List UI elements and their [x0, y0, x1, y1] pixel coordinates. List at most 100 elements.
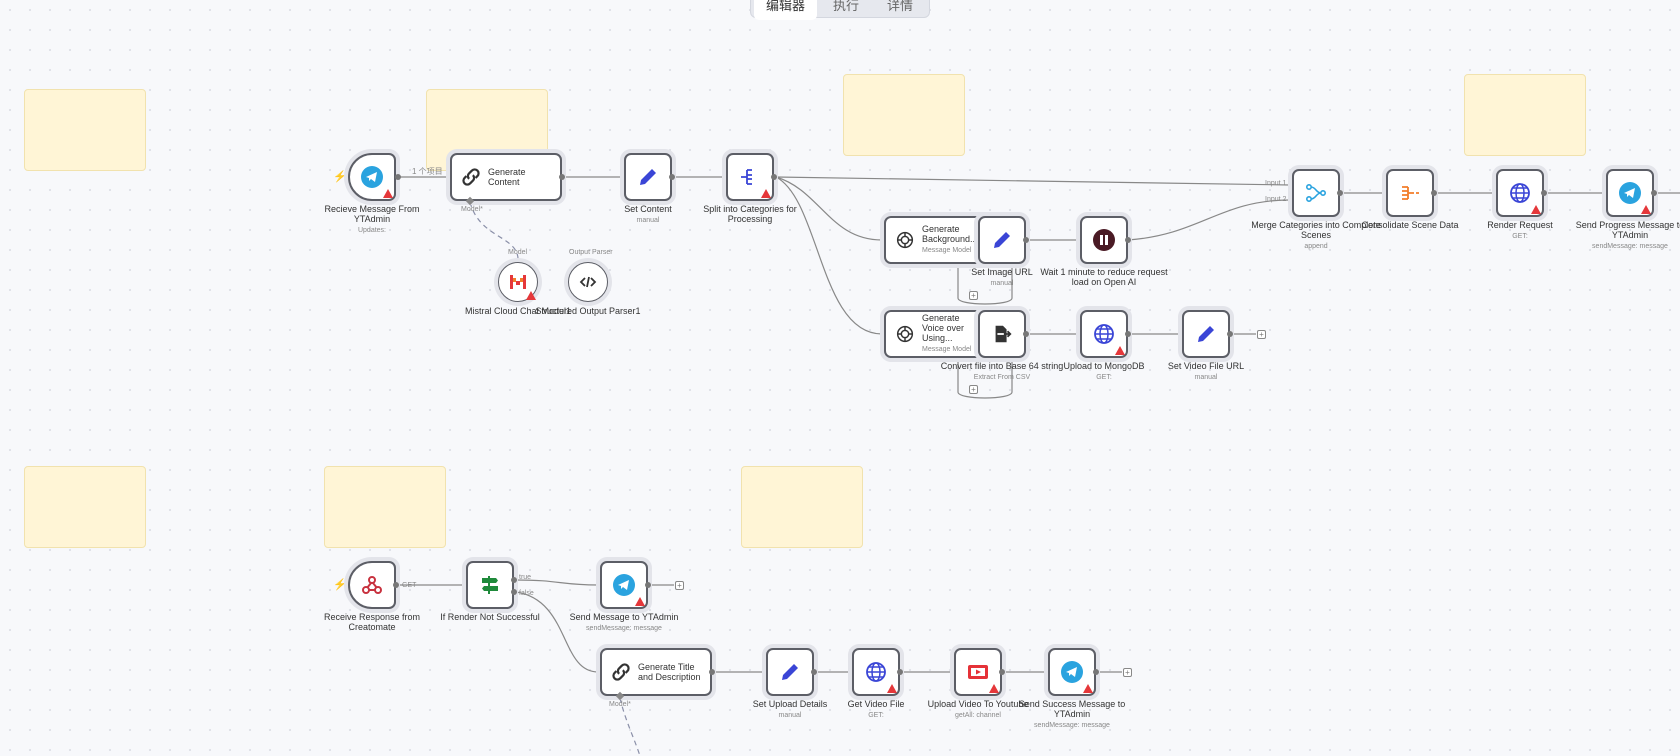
tab-details[interactable]: 详情: [887, 0, 914, 13]
output-port[interactable]: [1023, 331, 1029, 337]
node-get-video-file[interactable]: [852, 648, 900, 696]
output-port[interactable]: [1125, 331, 1131, 337]
sticky-note[interactable]: [741, 466, 863, 548]
warning-icon: [887, 684, 897, 693]
globe-icon: [1510, 183, 1530, 203]
edge-label-input2: Input 2: [1265, 196, 1287, 203]
node-recieve-message[interactable]: [348, 153, 396, 201]
node-consolidate-scene[interactable]: [1386, 169, 1434, 217]
node-set-video-url[interactable]: [1182, 310, 1230, 358]
node-receive-creatomate[interactable]: [348, 561, 396, 609]
node-split-categories[interactable]: [726, 153, 774, 201]
add-node-button[interactable]: +: [1123, 668, 1132, 677]
trigger-bolt-icon: ⚡: [333, 171, 347, 183]
pencil-icon: [782, 664, 798, 680]
node-render-request[interactable]: [1496, 169, 1544, 217]
output-port[interactable]: [1651, 190, 1657, 196]
node-set-upload-details[interactable]: [766, 648, 814, 696]
output-port[interactable]: [1431, 190, 1437, 196]
output-port[interactable]: [393, 582, 399, 588]
node-structured-parser[interactable]: [568, 262, 608, 302]
openai-icon: [896, 231, 914, 249]
add-node-button[interactable]: +: [969, 291, 978, 300]
warning-icon: [1115, 346, 1125, 355]
sticky-note[interactable]: [24, 466, 146, 548]
node-mistral-model[interactable]: [498, 262, 538, 302]
warning-icon: [1641, 205, 1651, 214]
output-port[interactable]: [1093, 669, 1099, 675]
edge-wait-merge: [1127, 199, 1291, 241]
node-set-content[interactable]: [624, 153, 672, 201]
tab-editor[interactable]: 编辑器: [754, 0, 818, 20]
node-wait[interactable]: [1080, 216, 1128, 264]
output-port[interactable]: [1227, 331, 1233, 337]
node-generate-voiceover[interactable]: Generate Voice over Using...Message Mode…: [884, 310, 996, 358]
code-icon: [579, 276, 597, 288]
telegram-icon: [1061, 661, 1083, 683]
output-port[interactable]: [771, 174, 777, 180]
output-port[interactable]: [511, 589, 517, 595]
output-port[interactable]: [709, 669, 715, 675]
output-port[interactable]: [1541, 190, 1547, 196]
edge-split-genvoice: [775, 176, 883, 335]
node-upload-youtube[interactable]: [954, 648, 1002, 696]
output-port[interactable]: [897, 669, 903, 675]
sticky-note[interactable]: [24, 89, 146, 171]
node-set-image-url[interactable]: [978, 216, 1026, 264]
sticky-note[interactable]: [324, 466, 446, 548]
node-convert-file[interactable]: [978, 310, 1026, 358]
output-port[interactable]: [999, 669, 1005, 675]
trigger-bolt-icon: ⚡: [333, 579, 347, 591]
node-caption: Consolidate Scene Data: [1361, 220, 1459, 230]
edge-label-output-parser: Output Parser: [569, 249, 613, 256]
edge-subloop-voice: [957, 356, 1013, 399]
output-port[interactable]: [1125, 237, 1131, 243]
node-caption: Split into Categories for Processing: [703, 204, 797, 224]
sticky-note[interactable]: [843, 74, 965, 156]
view-tabs: 编辑器 执行 详情: [750, 0, 930, 20]
output-port[interactable]: [511, 577, 517, 583]
pencil-icon: [994, 232, 1010, 248]
warning-icon: [761, 189, 771, 198]
output-port[interactable]: [1023, 237, 1029, 243]
node-send-progress[interactable]: [1606, 169, 1654, 217]
sticky-note[interactable]: [1464, 74, 1586, 156]
openai-icon: [896, 325, 914, 343]
edge-label-model-star: Model*: [609, 701, 631, 708]
edge-model-gentitle: [619, 697, 641, 756]
node-send-message[interactable]: [600, 561, 648, 609]
output-port[interactable]: [669, 174, 675, 180]
warning-icon: [383, 189, 393, 198]
node-if-render[interactable]: [466, 561, 514, 609]
output-port[interactable]: [1337, 190, 1343, 196]
add-node-button[interactable]: +: [969, 385, 978, 394]
node-caption: Mistral Cloud Chat Model1: [464, 306, 572, 316]
add-node-button[interactable]: +: [1257, 330, 1266, 339]
node-generate-content[interactable]: Generate Content: [450, 153, 562, 201]
output-port[interactable]: [395, 174, 401, 180]
output-port[interactable]: [811, 669, 817, 675]
edge-split-genbg: [775, 176, 883, 241]
mistral-icon: [510, 275, 526, 289]
node-send-success[interactable]: [1048, 648, 1096, 696]
if-icon: [482, 576, 498, 594]
link-icon: [462, 168, 480, 186]
node-generate-title[interactable]: Generate Title and Description: [600, 648, 712, 696]
output-port[interactable]: [559, 174, 565, 180]
output-port[interactable]: [645, 582, 651, 588]
node-upload-mongodb[interactable]: [1080, 310, 1128, 358]
node-merge-categories[interactable]: [1292, 169, 1340, 217]
telegram-icon: [1619, 182, 1641, 204]
telegram-icon: [613, 574, 635, 596]
tab-executions[interactable]: 执行: [833, 0, 860, 13]
edge-model-mistral: [469, 201, 519, 263]
add-node-button[interactable]: +: [675, 581, 684, 590]
